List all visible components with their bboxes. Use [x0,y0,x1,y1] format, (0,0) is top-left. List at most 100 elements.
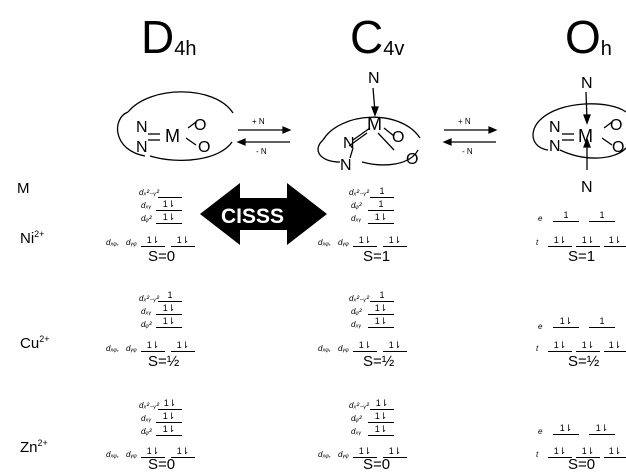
cu-c4v-dyz-level: 1⇂ [383,340,407,352]
zn-d4h-spin: S=0 [148,456,176,473]
c4v-o-lower: O [406,151,418,168]
ion-zn-base: Zn [20,439,38,456]
zn-c4v-dxy-label: dₓᵧ [351,427,362,436]
cu-d4h-dz2-level: 1⇂ [156,316,182,328]
zn-d4h-dyz-label: dᵧᵩ [126,450,137,459]
ni-c4v-dyz-level: 1⇂ [383,235,407,247]
cu-oh-spin: S=½ [568,353,600,370]
zn-oh-spin: S=0 [568,456,596,473]
ion-ni-charge: 2+ [34,229,45,239]
cu-d4h-dyz-label: dᵧᵩ [126,344,137,353]
zn-d4h-dxy-label: dₓᵧ [141,414,152,423]
ni-d4h-dxz-level: 1⇂ [141,235,165,247]
symmetry-oh: Oh [565,14,612,60]
cu-d4h-dyz-level: 1⇂ [171,340,195,352]
oh-n-bottom: N [581,179,593,196]
cu-d4h-dxy-level: 1⇂ [156,303,182,315]
cu-d4h-dxz-label: dₓᵩ, [106,344,120,353]
ni-oh-eg-label: e [538,214,543,223]
cu-c4v-dxz-level: 1⇂ [353,340,377,352]
oh-n-top: N [581,75,593,92]
zn-d4h-dxz-level: 1⇂ [141,446,165,458]
zn-c4v-dxy-level: 1⇂ [368,424,394,436]
cu-oh-eg-label: e [538,322,543,331]
ni-c4v-dxy-level: 1⇂ [368,212,394,224]
ion-cu-base: Cu [20,335,40,352]
cu-oh-t2g-level-3: 1⇂ [604,340,626,352]
ion-cu-charge: 2+ [39,334,50,344]
c4v-metal: M [367,114,382,134]
c4v-o-upper: O [392,129,404,146]
zn-c4v-dx2y2-label: dₓ²₋ᵧ² [349,401,369,410]
cu-c4v-spin: S=½ [363,353,395,370]
zn-oh-t2g-level-1: 1⇂ [548,446,572,458]
symmetry-d4h: D4h [141,14,196,60]
row-header-metal: M [17,180,30,197]
ni-d4h-dxy-level: 1⇂ [156,199,182,211]
zn-oh-eg-label: e [538,427,543,436]
ni-d4h-dyz-label: dᵧᵩ [126,238,137,247]
cu-oh-t2g-level-2: 1⇂ [576,340,600,352]
zn-c4v-dxz-level: 1⇂ [353,446,377,458]
oh-metal: M [578,126,593,146]
zn-c4v-dz2-level: 1⇂ [368,411,394,423]
oh-o-upper: O [610,117,622,134]
oh-complex [532,91,626,170]
cu-c4v-dz2-level: 1⇂ [368,303,394,315]
cu-d4h-spin: S=½ [148,353,180,370]
equilibrium-arrows-2 [442,126,498,146]
zn-oh-eg-level-2: 1⇂ [589,423,615,435]
zn-d4h-dz2-level: 1⇂ [156,424,182,436]
zn-c4v-dx2y2-level: 1⇂ [370,398,394,410]
equilibrium-1-forward: + N [252,117,265,126]
ni-oh-t2g-label: t [536,238,539,247]
zn-d4h-dxz-label: dₓᵩ, [106,450,120,459]
cu-oh-t2g-level-1: 1⇂ [548,340,572,352]
equilibrium-2-forward: + N [458,117,471,126]
cu-c4v-dyz-label: dᵧᵩ [338,344,349,353]
symmetry-c4v-sub: 4v [383,38,405,60]
cu-oh-t2g-label: t [536,344,539,353]
oh-n-lower: N [549,138,561,155]
cu-c4v-dxz-label: dₓᵩ, [318,344,332,353]
ni-c4v-dx2y2-label: dₓ²₋ᵧ² [349,188,369,197]
cu-oh-eg-level-1: 1⇂ [553,316,579,328]
cisss-label: CISSS [221,205,284,228]
ni-d4h-dxy-label: dₓᵧ [141,201,152,210]
cu-c4v-dx2y2-label: dₓ²₋ᵧ² [349,294,369,303]
ni-c4v-dz2-label: dᵩ² [351,201,362,210]
ni-c4v-dxz-level: 1⇂ [353,235,377,247]
zn-c4v-dyz-label: dᵧᵩ [338,450,349,459]
ni-d4h-spin: S=0 [148,248,176,265]
symmetry-oh-main: O [565,11,601,63]
equilibrium-arrows-1 [236,126,292,146]
cu-c4v-dx2y2-level: 1 [370,290,394,302]
ni-c4v-dyz-label: dᵧᵩ [338,238,349,247]
zn-d4h-dz2-label: dᵩ² [141,427,152,436]
ni-oh-spin: S=1 [568,248,596,265]
ni-c4v-dx2y2-level: 1 [370,186,394,198]
zn-oh-t2g-label: t [536,450,539,459]
symmetry-d4h-sub: 4h [174,38,197,60]
cu-oh-eg-level-2: 1 [589,316,615,328]
oh-n-upper: N [549,119,561,136]
ion-zn: Zn2+ [20,438,48,456]
c4v-n-top: N [368,70,380,87]
cu-d4h-dx2y2-label: dₓ²₋ᵧ² [139,294,159,303]
cu-d4h-dxy-label: dₓᵧ [141,307,152,316]
c4v-n-upper: N [343,135,355,152]
oh-o-lower: O [612,139,624,156]
zn-d4h-dx2y2-label: dₓ²₋ᵧ² [139,401,159,410]
ion-cu: Cu2+ [20,334,49,352]
cu-d4h-dx2y2-level: 1 [158,290,182,302]
symmetry-oh-sub: h [600,38,612,60]
ni-oh-t2g-level-2: 1⇂ [576,235,600,247]
equilibrium-2-backward: - N [462,147,473,156]
ni-oh-eg-level-1: 1 [553,210,579,222]
c4v-n-lower: N [340,157,352,174]
d4h-o-upper: O [194,117,206,134]
d4h-n-lower: N [136,139,148,156]
ni-c4v-spin: S=1 [363,248,391,265]
ni-d4h-dx2y2-label: dₓ²₋ᵧ² [139,188,159,197]
